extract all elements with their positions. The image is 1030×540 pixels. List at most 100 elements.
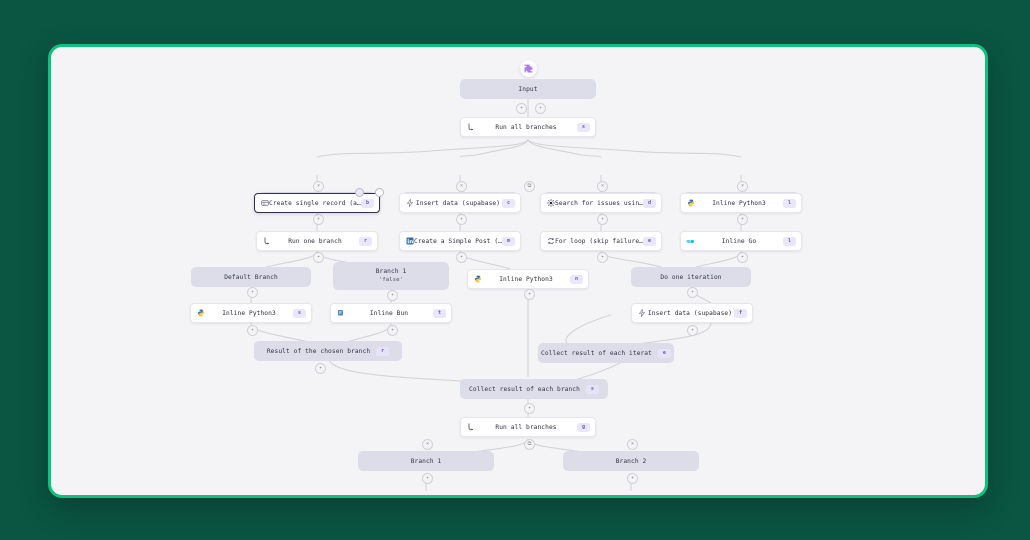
bun-icon (336, 309, 345, 318)
node-badge[interactable]: l (783, 198, 796, 208)
node-create-single-record-airtable[interactable]: Create single record (airtable) b (254, 193, 380, 213)
add-step-handle[interactable]: ✦ (313, 252, 324, 263)
node-do-one-iteration[interactable]: Do one iteration (631, 267, 751, 287)
node-result-of-chosen-branch[interactable]: Result of the chosen branch r (254, 341, 402, 361)
add-step-handle[interactable]: ✦ (387, 290, 398, 301)
node-run-all-branches-bottom[interactable]: Run all branches g (460, 417, 596, 437)
add-icon: ✦ (630, 474, 635, 481)
workflow-canvas[interactable]: Input ✦ ✦ Run all branches s × × ⧉ × × B… (51, 47, 985, 495)
node-badge[interactable]: e (657, 348, 671, 358)
remove-branch-handle[interactable]: × (627, 439, 638, 450)
node-connect-handle[interactable] (375, 188, 384, 197)
add-icon: ✦ (600, 215, 605, 222)
node-badge[interactable]: s (585, 384, 599, 394)
close-icon: × (316, 182, 321, 189)
node-branch-1-false-label: Branch 1 (375, 268, 407, 276)
node-badge[interactable]: g (577, 422, 590, 432)
node-run-one-branch[interactable]: Run one branch r (256, 231, 378, 251)
node-insert-data-supabase-2-label: Insert data (supabase) (647, 309, 733, 317)
node-badge[interactable]: f (734, 308, 747, 318)
node-insert-data-supabase-1[interactable]: Insert data (supabase) c (399, 193, 521, 213)
add-step-handle[interactable]: ✦ (737, 252, 748, 263)
add-step-handle[interactable]: ✦ (687, 287, 698, 298)
node-search-issues-jql-label: Search for issues using JQL (... (555, 199, 643, 207)
node-inline-go[interactable]: Inline Go l (680, 231, 802, 251)
node-badge[interactable]: s (293, 308, 306, 318)
node-create-simple-post-linkedin[interactable]: Create a Simple Post (User) |... m (399, 231, 521, 251)
node-badge[interactable]: s (577, 122, 590, 132)
node-badge[interactable]: l (783, 236, 796, 246)
node-collect-result-each-iteration[interactable]: Collect result of each iterat e (538, 343, 674, 363)
node-badge[interactable]: r (359, 236, 372, 246)
add-step-handle[interactable]: ✦ (456, 214, 467, 225)
node-badge[interactable]: d (643, 198, 656, 208)
add-icon: ✦ (527, 404, 532, 411)
node-inline-bun-label: Inline Bun (369, 309, 409, 317)
remove-branch-handle[interactable]: × (737, 181, 748, 192)
add-icon: ✦ (690, 326, 695, 333)
add-step-handle[interactable]: ✦ (313, 214, 324, 225)
node-inline-bun[interactable]: Inline Bun t (330, 303, 452, 323)
add-step-handle[interactable]: ✦ (247, 325, 258, 336)
node-inline-python3-branch4[interactable]: Inline Python3 l (680, 193, 802, 213)
node-for-loop-skip-failures-label: For loop (skip failures) (555, 237, 643, 245)
node-resize-handle[interactable] (355, 188, 364, 197)
supabase-icon (405, 199, 414, 208)
add-branch-handle[interactable]: ✦ (535, 103, 546, 114)
remove-branch-handle[interactable]: × (456, 181, 467, 192)
node-inline-python3-middle-label: Inline Python3 (499, 275, 553, 283)
node-inline-python3-default[interactable]: Inline Python3 s (190, 303, 312, 323)
node-badge[interactable]: c (502, 198, 515, 208)
node-insert-data-supabase-2[interactable]: Insert data (supabase) f (631, 303, 753, 323)
add-step-handle[interactable]: ✦ (247, 287, 258, 298)
node-collect-result-each-branch[interactable]: Collect result of each branch s (460, 379, 608, 399)
linkedin-icon (405, 237, 414, 246)
duplicate-branch-handle[interactable]: ⧉ (524, 181, 535, 192)
add-step-handle[interactable]: ✦ (456, 252, 467, 263)
node-branch-1-false[interactable]: Branch 1 'false' (333, 262, 449, 290)
node-branch-1-false-sublabel: 'false' (378, 277, 404, 284)
add-icon: ✦ (318, 364, 323, 371)
node-branch-2-bottom-label: Branch 2 (615, 457, 647, 465)
add-icon: ✦ (425, 474, 430, 481)
add-step-handle[interactable]: ✦ (627, 473, 638, 484)
node-badge[interactable]: e (643, 236, 656, 246)
add-step-handle[interactable]: ✦ (315, 363, 326, 374)
node-badge[interactable]: m (502, 236, 515, 246)
add-icon: ✦ (600, 253, 605, 260)
add-step-handle[interactable]: ✦ (422, 473, 433, 484)
add-step-handle[interactable]: ✦ (597, 214, 608, 225)
node-input[interactable]: Input (460, 79, 596, 99)
loop-icon (546, 237, 555, 246)
add-step-handle[interactable]: ✦ (737, 214, 748, 225)
node-inline-python3-default-label: Inline Python3 (222, 309, 276, 317)
close-icon: × (425, 440, 430, 447)
node-inline-python3-middle[interactable]: Inline Python3 n (467, 269, 589, 289)
node-for-loop-skip-failures[interactable]: For loop (skip failures) e (540, 231, 662, 251)
add-step-handle[interactable]: ✦ (516, 103, 527, 114)
add-icon: ✦ (316, 215, 321, 222)
add-step-handle[interactable]: ✦ (524, 289, 535, 300)
add-step-handle[interactable]: ✦ (687, 325, 698, 336)
jira-icon (546, 199, 555, 208)
add-step-handle[interactable]: ✦ (597, 252, 608, 263)
remove-branch-handle[interactable]: × (597, 181, 608, 192)
remove-branch-handle[interactable]: × (313, 181, 324, 192)
duplicate-branch-handle[interactable]: ⧉ (524, 439, 535, 450)
node-branch-2-bottom[interactable]: Branch 2 (563, 451, 699, 471)
node-badge[interactable]: b (361, 198, 374, 208)
node-badge[interactable]: n (570, 274, 583, 284)
add-step-handle[interactable]: ✦ (387, 325, 398, 336)
node-default-branch[interactable]: Default Branch (191, 267, 311, 287)
node-run-all-branches-top[interactable]: Run all branches s (460, 117, 596, 137)
puzzle-icon (520, 60, 537, 77)
node-badge[interactable]: t (433, 308, 446, 318)
add-icon: ✦ (538, 104, 543, 111)
add-icon: ✦ (250, 326, 255, 333)
add-step-handle[interactable]: ✦ (524, 403, 535, 414)
node-search-issues-jql[interactable]: Search for issues using JQL (... d (540, 193, 662, 213)
node-badge[interactable]: r (376, 346, 390, 356)
remove-branch-handle[interactable]: × (422, 439, 433, 450)
node-branch-1-bottom[interactable]: Branch 1 (358, 451, 494, 471)
branch-icon (262, 237, 271, 246)
